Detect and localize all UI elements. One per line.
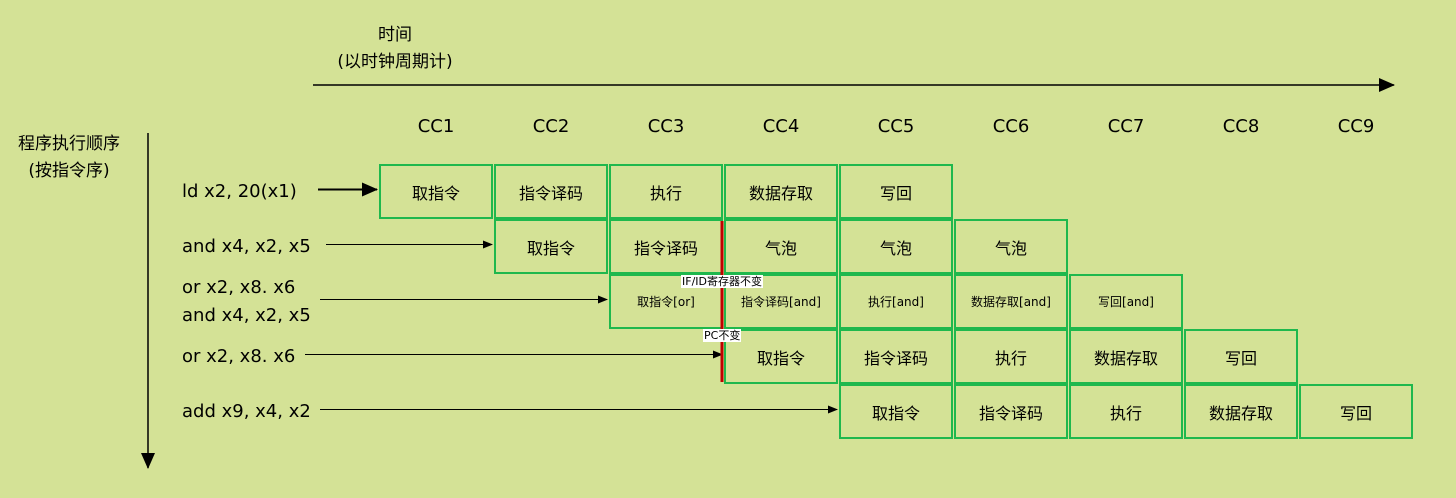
instruction-line: and x4, x2, x5 bbox=[182, 235, 311, 257]
time-axis-label-line2: (以时钟周期计) bbox=[337, 52, 453, 72]
instruction-label-3: or x2, x8. x6 and x4, x2, x5 bbox=[182, 274, 311, 330]
instruction-line: and x4, x2, x5 bbox=[182, 304, 311, 326]
stage-cell: 指令译码[and] bbox=[724, 274, 838, 329]
instruction-label-2: and x4, x2, x5 bbox=[182, 233, 311, 261]
stage-cell: 执行 bbox=[609, 164, 723, 219]
instruction-line: or x2, x8. x6 bbox=[182, 276, 296, 298]
clock-cycle-2: CC2 bbox=[532, 116, 570, 137]
clock-cycle-5: CC5 bbox=[877, 116, 915, 137]
stage-cell: 执行[and] bbox=[839, 274, 953, 329]
stage-cell: 数据存取 bbox=[1069, 329, 1183, 384]
stage-cell: 指令译码 bbox=[954, 384, 1068, 439]
stage-cell: 执行 bbox=[1069, 384, 1183, 439]
stage-cell: 写回[and] bbox=[1069, 274, 1183, 329]
stage-cell: 指令译码 bbox=[494, 164, 608, 219]
clock-cycle-3: CC3 bbox=[647, 116, 685, 137]
stage-cell: 取指令 bbox=[494, 219, 608, 274]
clock-cycle-8: CC8 bbox=[1222, 116, 1260, 137]
stage-cell: 指令译码 bbox=[839, 329, 953, 384]
instruction-line: or x2, x8. x6 bbox=[182, 345, 296, 367]
stage-cell: 数据存取[and] bbox=[954, 274, 1068, 329]
stage-cell: 数据存取 bbox=[1184, 384, 1298, 439]
clock-cycle-6: CC6 bbox=[992, 116, 1030, 137]
instruction-line: add x9, x4, x2 bbox=[182, 400, 311, 422]
stage-cell: 写回 bbox=[1299, 384, 1413, 439]
order-axis-label-line2: (按指令序) bbox=[28, 161, 110, 181]
order-axis-label-line1: 程序执行顺序 bbox=[18, 134, 120, 154]
ifid-register-note: IF/ID寄存器不变 bbox=[681, 275, 763, 288]
stage-cell: 写回 bbox=[839, 164, 953, 219]
order-axis-label: 程序执行顺序 (按指令序) bbox=[6, 131, 132, 185]
stage-cell: 取指令 bbox=[724, 329, 838, 384]
instruction-label-1: ld x2, 20(x1) bbox=[182, 178, 297, 206]
instruction-line: ld x2, 20(x1) bbox=[182, 180, 297, 202]
stage-cell: 取指令 bbox=[379, 164, 493, 219]
clock-cycle-7: CC7 bbox=[1107, 116, 1145, 137]
clock-cycle-1: CC1 bbox=[417, 116, 455, 137]
pc-unchanged-note: PC不变 bbox=[703, 329, 742, 342]
time-axis-label: 时间 (以时钟周期计) bbox=[330, 22, 460, 76]
stage-cell: 写回 bbox=[1184, 329, 1298, 384]
time-axis-label-line1: 时间 bbox=[378, 25, 412, 45]
instruction-label-4: or x2, x8. x6 bbox=[182, 343, 295, 371]
clock-cycle-9: CC9 bbox=[1337, 116, 1375, 137]
stage-cell: 取指令 bbox=[839, 384, 953, 439]
stage-cell: 气泡 bbox=[839, 219, 953, 274]
instruction-label-5: add x9, x4, x2 bbox=[182, 398, 311, 426]
stage-cell: 数据存取 bbox=[724, 164, 838, 219]
stage-cell: 执行 bbox=[954, 329, 1068, 384]
clock-cycle-4: CC4 bbox=[762, 116, 800, 137]
stage-cell: 气泡 bbox=[954, 219, 1068, 274]
stage-cell: 气泡 bbox=[724, 219, 838, 274]
